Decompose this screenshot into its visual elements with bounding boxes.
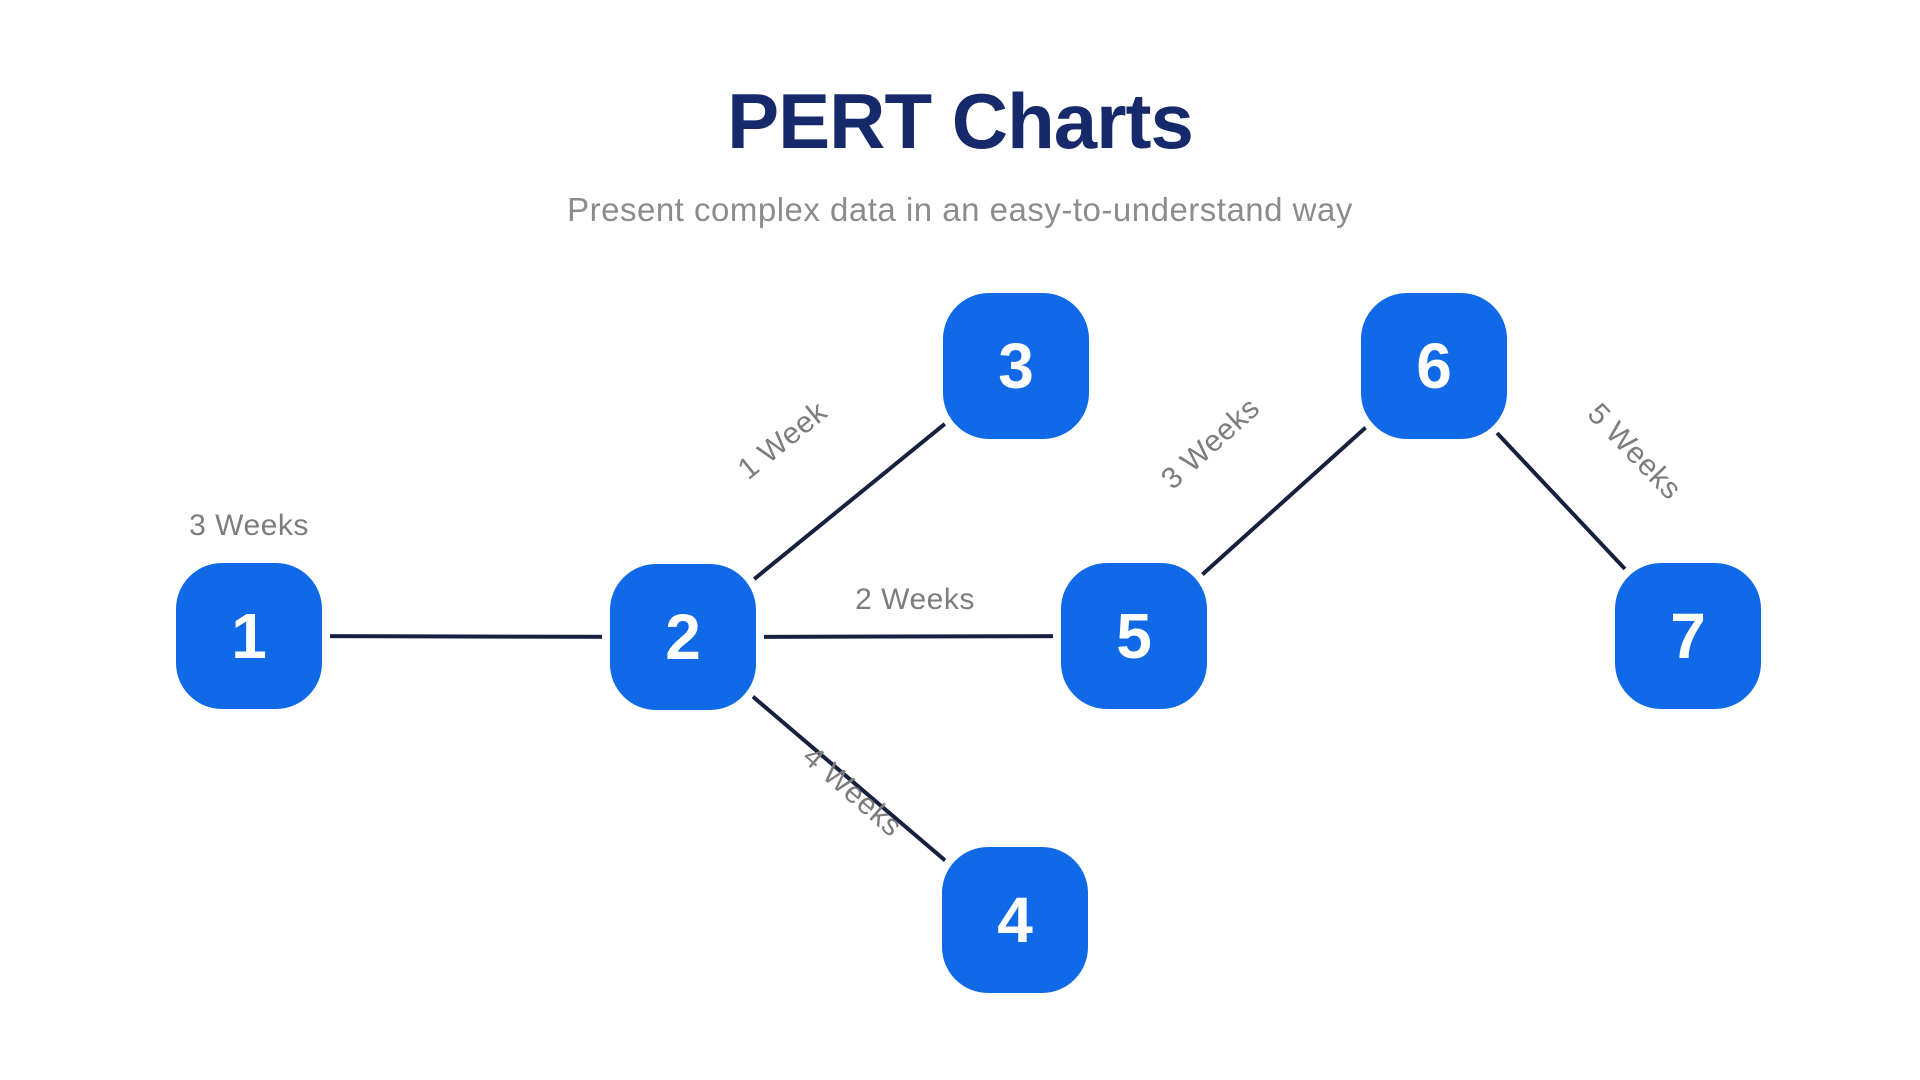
edge-label-2-5: 2 Weeks	[855, 583, 975, 616]
node-1: 1	[176, 563, 322, 709]
page-subtitle: Present complex data in an easy-to-under…	[567, 191, 1353, 228]
node-3: 3	[943, 293, 1089, 439]
node-2: 2	[610, 564, 756, 710]
node-5: 5	[1061, 563, 1207, 709]
edge-label-1-2: 3 Weeks	[189, 509, 309, 542]
node-6: 6	[1361, 293, 1507, 439]
node-4: 4	[942, 847, 1088, 993]
edge-2-5	[682, 634, 1135, 639]
page-title: PERT Charts	[727, 77, 1194, 165]
node-7: 7	[1615, 563, 1761, 709]
